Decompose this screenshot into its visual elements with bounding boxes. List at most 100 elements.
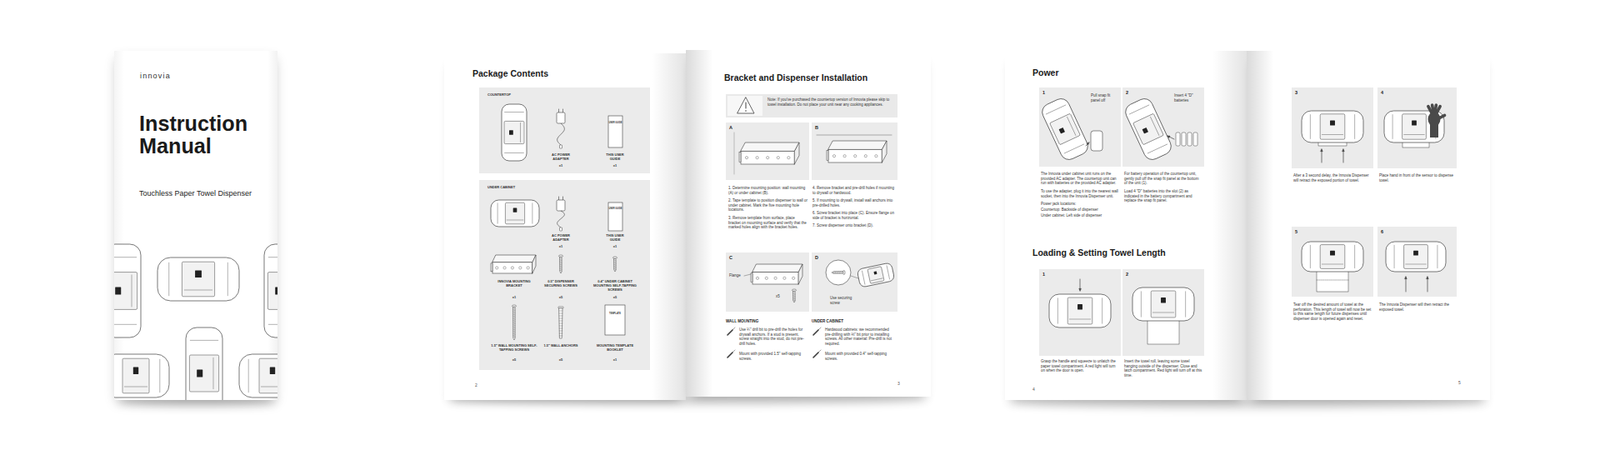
- line-art: [1413, 250, 1419, 256]
- line-art: [1321, 134, 1343, 135]
- dispenser-drawing: [1385, 241, 1446, 272]
- item-label: AC POWER ADAPTER: [546, 153, 575, 162]
- line-art: [559, 335, 563, 337]
- brand-logo: innovia: [140, 72, 224, 81]
- line-art: [513, 314, 516, 316]
- line-art: [732, 327, 735, 330]
- line-art: [510, 266, 514, 270]
- step-panel: CFlangex5: [725, 252, 810, 312]
- line-art: [264, 244, 278, 338]
- line-art: [560, 259, 563, 261]
- step-panel: B: [811, 122, 898, 180]
- line-art: [490, 263, 493, 272]
- line-art: [1435, 115, 1436, 140]
- line-art: [776, 156, 780, 160]
- line-art: [168, 262, 170, 296]
- line-art: [560, 256, 562, 274]
- body-text: Under cabinet: Left side of dispenser: [1040, 213, 1119, 219]
- line-art: [774, 276, 777, 280]
- line-art: [886, 265, 890, 280]
- line-art: [1147, 144, 1167, 154]
- line-art: [745, 110, 747, 112]
- screw-drawing: [831, 270, 845, 275]
- step-panel: DUse securing screw: [811, 252, 898, 312]
- line-art: [1405, 264, 1426, 265]
- line-art: [1320, 149, 1324, 152]
- line-art: [825, 260, 851, 285]
- step-number: 5: [1295, 229, 1304, 235]
- line-art: [766, 156, 770, 160]
- line-art: [560, 265, 563, 268]
- line-art: [1069, 319, 1090, 320]
- line-art: [1181, 132, 1186, 146]
- body-text: Power jack locations:: [1040, 201, 1119, 207]
- line-art: [833, 271, 835, 275]
- line-art: [157, 257, 240, 301]
- line-art: [133, 367, 139, 375]
- line-art: [504, 120, 525, 144]
- item-label: x1: [606, 164, 624, 169]
- towel-drawing: [1402, 137, 1430, 148]
- dispenser-drawing: [490, 200, 540, 227]
- line-art: [1316, 265, 1349, 292]
- line-art: [1430, 103, 1436, 116]
- drill-icon: [813, 327, 821, 335]
- line-art: [513, 335, 516, 337]
- line-art: [1321, 149, 1323, 163]
- towel-drawing: [1147, 315, 1180, 345]
- line-art: [1316, 280, 1349, 281]
- item-label: x1: [552, 164, 570, 169]
- manual-page: Package Contents2COUNTERTOPUSER GUIDEAC …: [444, 53, 686, 400]
- line-art: [1427, 276, 1429, 292]
- dispenser-drawing: [501, 104, 527, 161]
- line-art: [513, 323, 516, 325]
- line-art: [1079, 288, 1082, 291]
- arrow-drawing: [1342, 149, 1345, 163]
- line-art: [843, 270, 845, 275]
- dispenser-drawing: [157, 257, 240, 301]
- line-art: [1426, 276, 1430, 280]
- illustration: [725, 252, 810, 312]
- dispenser-drawing: [1039, 95, 1090, 163]
- arrow-drawing: [1320, 149, 1324, 163]
- line-art: [1404, 134, 1425, 135]
- line-art: [1067, 116, 1076, 135]
- drill-icon: [727, 350, 735, 358]
- line-art: [560, 268, 563, 270]
- body-text: Grasp the handle and squeeze to unlatch …: [1040, 359, 1119, 374]
- line-art: [513, 308, 516, 310]
- manual-page: Bracket and Dispenser Installation1. Det…: [685, 50, 931, 397]
- item-label: 0.5" DISPENSER SECURING SCREWS: [539, 280, 583, 289]
- line-art: [614, 260, 617, 263]
- body-text: Place hand in front of the sensor to dis…: [1379, 173, 1456, 183]
- step-panel: 5: [1291, 226, 1374, 297]
- line-art: [828, 149, 882, 163]
- line-art: [614, 267, 617, 270]
- step-number: D: [815, 255, 824, 260]
- line-art: [189, 355, 219, 392]
- line-art: [270, 367, 275, 375]
- illustration: [811, 252, 898, 312]
- body-text: Tear off the desired amount of towel at …: [1293, 302, 1372, 322]
- bracket-drawing: [739, 142, 800, 165]
- line-art: [605, 305, 625, 335]
- screw-drawing: [511, 305, 516, 340]
- line-art: [558, 109, 560, 113]
- line-art: [1402, 114, 1427, 140]
- illustration: [1291, 226, 1374, 297]
- line-art: [122, 358, 150, 394]
- line-art: [506, 220, 524, 221]
- line-art: [793, 298, 796, 300]
- illustration: [1291, 87, 1374, 169]
- line-art: [184, 290, 212, 291]
- body-text: To use the adapter, plug it into the nea…: [1040, 189, 1119, 199]
- dispenser-drawing: [1384, 110, 1445, 143]
- line-art: [1045, 105, 1065, 115]
- dispenser-drawing: [1049, 294, 1111, 328]
- illustration: [811, 122, 898, 180]
- line-art: [1394, 245, 1395, 268]
- line-art: [740, 150, 795, 165]
- body-text: Note: If you've purchased the countertop…: [767, 97, 895, 107]
- line-art: [856, 262, 895, 288]
- body-text: For battery operation of the countertop …: [1124, 171, 1203, 186]
